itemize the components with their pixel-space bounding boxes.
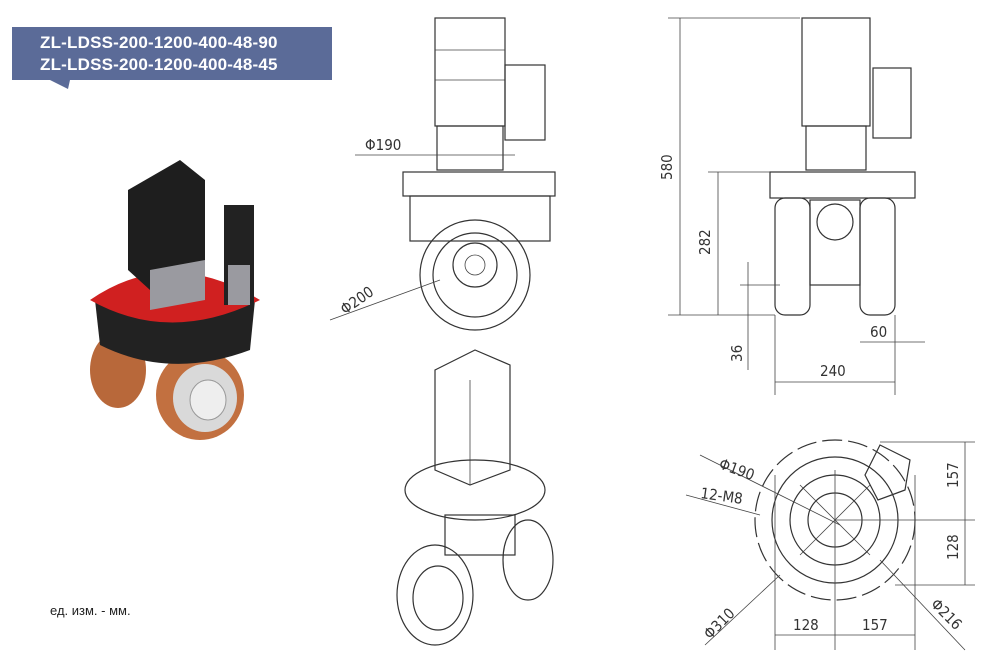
dim-front-d200: Φ200 — [337, 283, 377, 319]
dim-128-vertical: 128 — [944, 534, 962, 560]
model-name-90: ZL-LDSS-200-1200-400-48-90 — [40, 33, 278, 52]
dim-282: 282 — [696, 229, 714, 255]
units-note: ед. изм. - мм. — [50, 603, 131, 618]
dim-front-d190: Φ190 — [365, 136, 401, 154]
dim-580: 580 — [658, 154, 676, 180]
bottom-view: Φ190 12-M8 Φ310 Φ216 157 128 128 157 — [685, 439, 975, 651]
dim-bottom-d190: Φ190 — [717, 455, 757, 484]
product-3d-render — [90, 160, 260, 440]
dim-d216: Φ216 — [927, 595, 965, 633]
dim-240: 240 — [820, 362, 846, 380]
isometric-view — [396, 349, 554, 646]
dim-12-m8: 12-M8 — [699, 484, 743, 508]
dim-36: 36 — [728, 345, 746, 362]
model-banner: ZL-LDSS-200-1200-400-48-90 ZL-LDSS-200-1… — [12, 27, 332, 80]
dim-157-vertical: 157 — [944, 462, 962, 488]
dim-60: 60 — [870, 323, 887, 341]
side-view: 580 282 36 60 240 — [658, 17, 925, 395]
dim-128-horizontal: 128 — [793, 616, 819, 634]
dim-157-horizontal: 157 — [862, 616, 888, 634]
dim-d310: Φ310 — [700, 604, 738, 642]
front-view: Φ190 Φ200 — [329, 17, 556, 331]
banner-tail — [50, 80, 70, 89]
model-name-45: ZL-LDSS-200-1200-400-48-45 — [40, 55, 278, 74]
